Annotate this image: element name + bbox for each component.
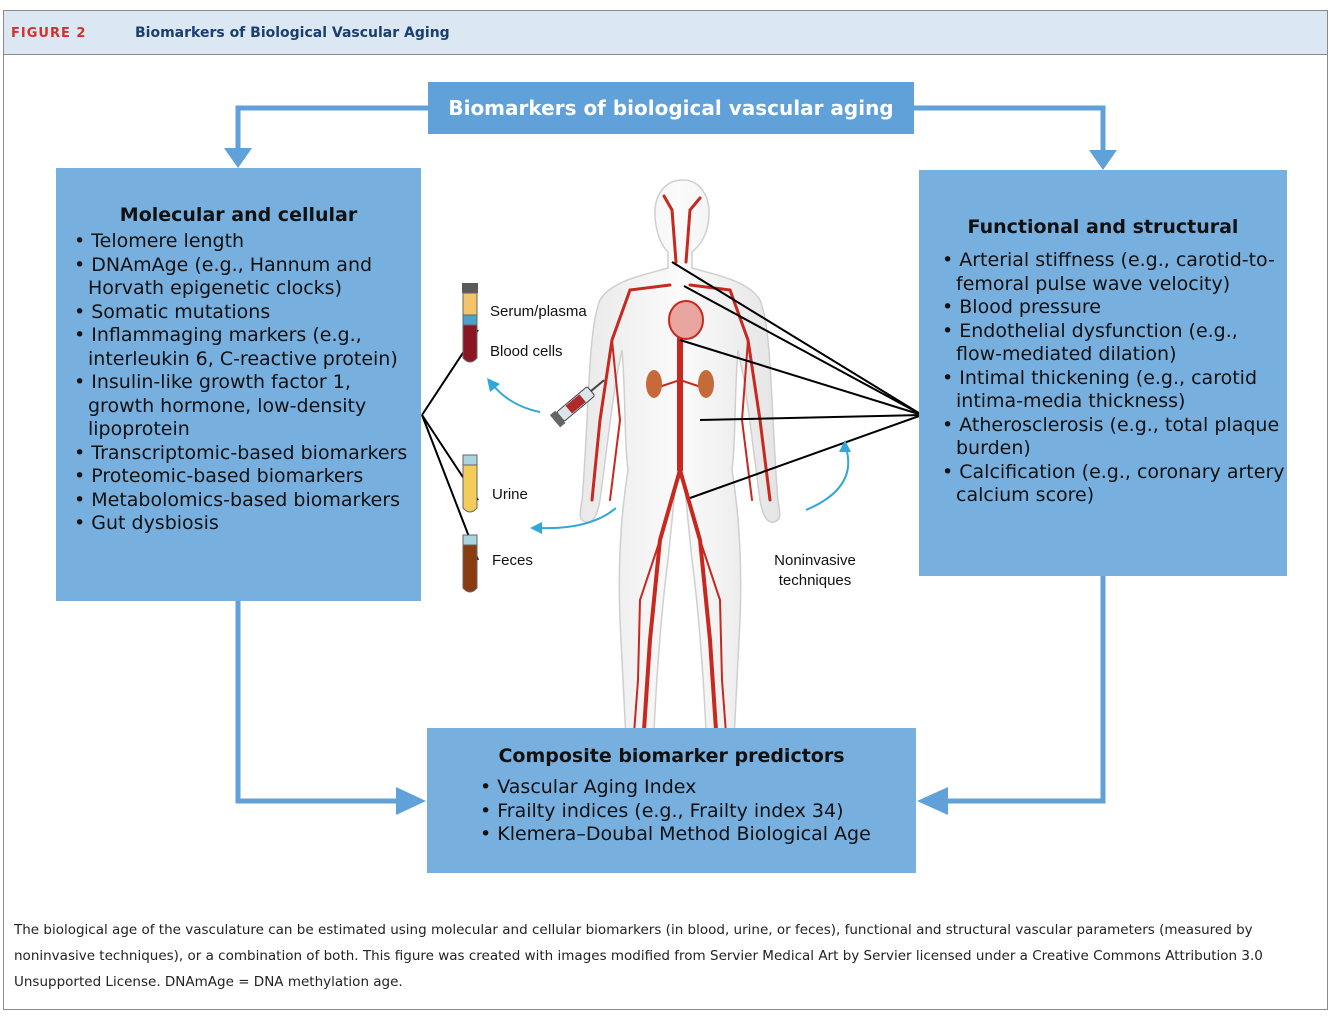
figure-header [4,11,1327,55]
list-item: Inflammaging markers (e.g., interleukin … [74,324,421,371]
list-item: Gut dysbiosis [74,512,421,536]
list-item: Blood pressure [942,296,1287,320]
feces-tube [462,534,478,593]
molecular-box: Molecular and cellular Telomere length D… [56,168,421,601]
serum-plasma-label: Serum/plasma [490,303,587,320]
list-item: Intimal thickening (e.g., carotid intima… [942,367,1287,414]
figure-caption: The biological age of the vasculature ca… [14,922,1263,990]
figure-label: FIGURE 2 [11,26,87,41]
list-item: Atherosclerosis (e.g., total plaque burd… [942,414,1287,461]
list-item: Somatic mutations [74,301,421,325]
arrow-molecular-to-composite [235,601,398,804]
list-item: Endothelial dysfunction (e.g., flow-medi… [942,320,1287,367]
blood-tube [462,283,478,363]
figure-frame [3,10,1328,1010]
composite-list: Vascular Aging Index Frailty indices (e.… [480,776,916,847]
arrowhead-composite-right [917,787,948,815]
list-item: Insulin-like growth factor 1, growth hor… [74,371,421,442]
arrow-functional-to-composite [946,576,1106,804]
list-item: Frailty indices (e.g., Frailty index 34) [480,800,916,824]
urine-label: Urine [492,486,528,503]
urine-tube [462,454,478,513]
title-box: Biomarkers of biological vascular aging [428,82,914,134]
arrowhead-molecular [224,148,252,168]
composite-box: Composite biomarker predictors Vascular … [427,728,916,873]
noninvasive-line-1: Noninvasive [774,552,856,569]
list-item: Proteomic-based biomarkers [74,465,421,489]
arrowhead-composite-left [396,787,426,815]
list-item: Telomere length [74,230,421,254]
figure-title: Biomarkers of Biological Vascular Aging [135,25,450,41]
body-illustration [579,179,781,779]
right-kidney [698,370,714,398]
feces-label: Feces [492,552,533,569]
list-item: Calcification (e.g., coronary artery cal… [942,461,1287,508]
left-kidney [646,370,662,398]
functional-box: Functional and structural Arterial stiff… [919,170,1287,576]
list-item: Klemera–Doubal Method Biological Age [480,823,916,847]
heart [668,300,704,340]
list-item: Vascular Aging Index [480,776,916,800]
arrow-to-functional [914,105,1106,152]
molecular-list: Telomere length DNAmAge (e.g., Hannum an… [74,230,421,536]
noninvasive-line-2: techniques [778,572,852,589]
connector-lines [421,261,923,561]
list-item: Transcriptomic-based biomarkers [74,442,421,466]
functional-list: Arterial stiffness (e.g., carotid-to-fem… [942,249,1287,508]
list-item: DNAmAge (e.g., Hannum and Horvath epigen… [74,254,421,301]
syringe-icon [549,379,605,428]
list-item: Arterial stiffness (e.g., carotid-to-fem… [942,249,1287,296]
composite-heading: Composite biomarker predictors [498,745,845,767]
flow-arrows [235,105,1106,804]
arrow-to-molecular [235,105,428,150]
body-silhouette [579,179,781,779]
list-item: Metabolomics-based biomarkers [74,489,421,513]
functional-heading: Functional and structural [967,216,1239,238]
noninvasive-label: Noninvasive techniques [765,551,865,591]
blood-cells-label: Blood cells [490,343,563,360]
arrowhead-functional [1089,150,1117,170]
molecular-heading: Molecular and cellular [119,204,358,226]
arrowheads [224,148,1117,815]
